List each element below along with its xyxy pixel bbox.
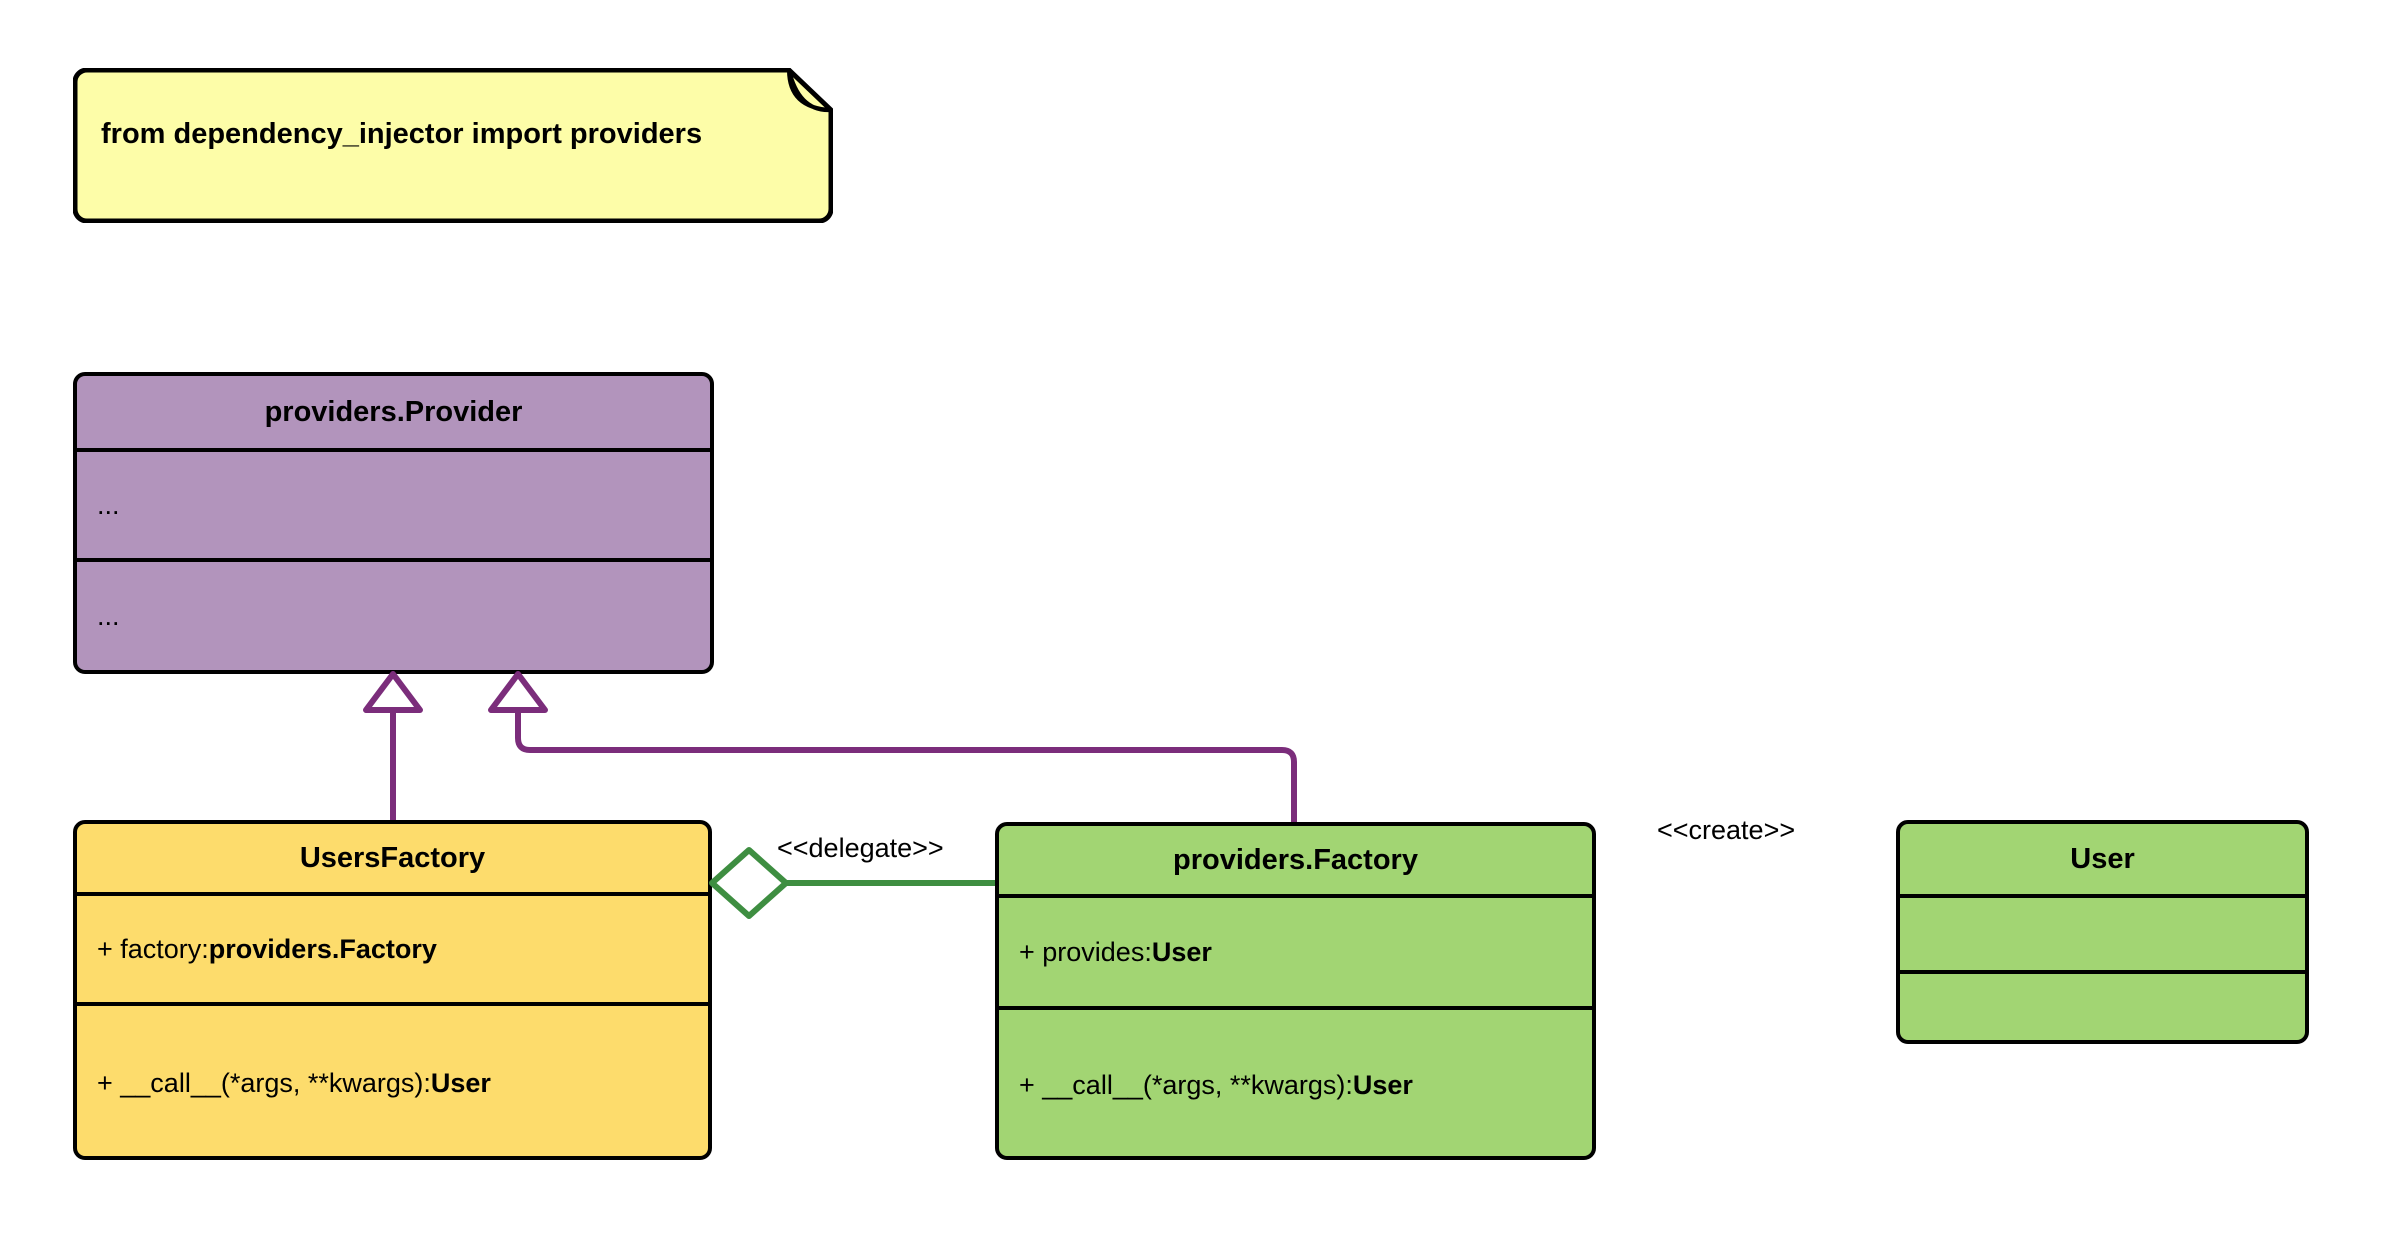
class-method-providers-factory-call: + __call__(*args, **kwargs): User (999, 1006, 1592, 1156)
class-title-providers-provider: providers.Provider (264, 395, 523, 428)
class-attribute-usersfactory-factory: + factory: providers.Factory (77, 892, 708, 1002)
class-title-usersfactory: UsersFactory (299, 841, 486, 874)
class-box-user[interactable]: User (1896, 820, 2309, 1044)
class-title-providers-factory: providers.Factory (1173, 843, 1418, 876)
class-methods-providers-provider: ... (77, 558, 710, 670)
class-box-providers-factory[interactable]: providers.Factory + provides: User + __c… (995, 822, 1596, 1160)
class-attributes-user (1900, 894, 2305, 970)
note-box[interactable]: from dependency_injector import provider… (73, 68, 833, 223)
class-methods-user (1900, 970, 2305, 1040)
class-attribute-providers-factory-provides: + provides: User (999, 894, 1592, 1006)
class-box-providers-provider[interactable]: providers.Provider ... ... (73, 372, 714, 674)
inheritance-factory-to-provider (488, 671, 1297, 822)
note-text: from dependency_injector import provider… (101, 118, 703, 150)
edge-label-delegate: <<delegate>> (777, 833, 944, 863)
class-method-usersfactory-call: + __call__(*args, **kwargs): User (77, 1002, 708, 1156)
class-title-user: User (2070, 842, 2135, 875)
edge-label-create: <<create>> (1657, 815, 1796, 845)
class-box-usersfactory[interactable]: UsersFactory + factory: providers.Factor… (73, 820, 712, 1160)
class-attributes-providers-provider: ... (77, 448, 710, 558)
note-fold-icon (73, 68, 833, 223)
inheritance-usersfactory-to-provider (363, 671, 423, 820)
